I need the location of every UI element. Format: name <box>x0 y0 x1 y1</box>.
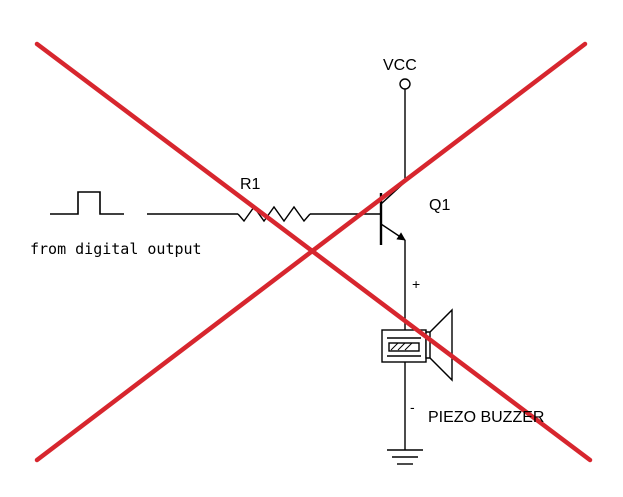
transistor-emitter-arrow <box>380 223 406 241</box>
negative-terminal-label: - <box>410 399 415 415</box>
ground-icon <box>387 449 423 465</box>
resistor-r1-symbol <box>237 205 311 223</box>
piezo-buzzer-icon <box>381 308 453 382</box>
pulse-waveform-icon <box>50 191 124 215</box>
cross-out-line-b <box>34 41 588 463</box>
positive-terminal-label: + <box>412 276 421 292</box>
r1-label: R1 <box>240 176 261 193</box>
input-label: from digital output <box>30 240 202 258</box>
q1-label: Q1 <box>429 197 451 214</box>
vcc-terminal <box>399 78 411 90</box>
buzzer-label: PIEZO BUZZER <box>428 409 545 426</box>
vcc-label: VCC <box>383 57 417 74</box>
